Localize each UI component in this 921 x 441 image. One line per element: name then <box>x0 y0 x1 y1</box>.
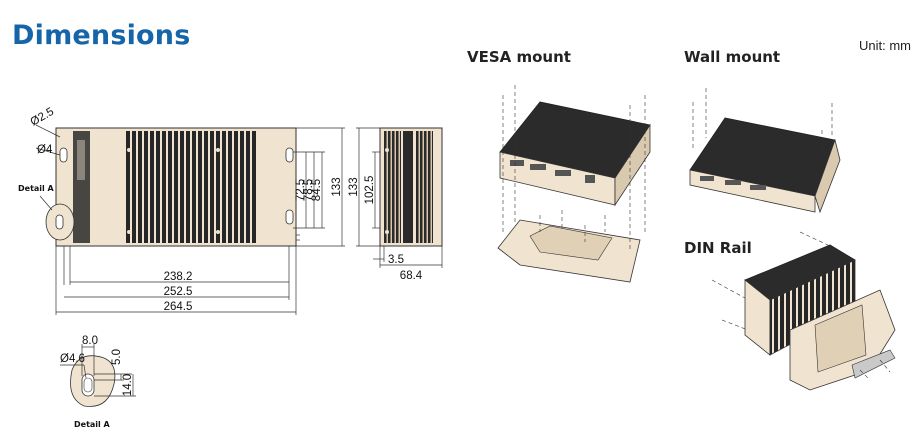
detail-h14-label: 14.0 <box>122 374 134 396</box>
height-72-label: 72.5 <box>295 179 307 201</box>
detail-h5-label: 5.0 <box>111 349 123 365</box>
page-title: Dimensions <box>12 20 191 51</box>
detail-dia-label: Ø4.6 <box>60 353 85 365</box>
width-252-label: 252.5 <box>164 286 193 298</box>
side-height-102-label: 102.5 <box>364 176 376 205</box>
vesa-illustration <box>497 85 651 283</box>
width-238-label: 238.2 <box>164 271 193 283</box>
side-offset-label: 3.5 <box>388 254 404 266</box>
detail-dims <box>60 344 136 397</box>
front-leaders <box>35 124 61 211</box>
din-illustration <box>711 231 896 391</box>
detail-a-drawing <box>70 355 116 407</box>
dia-2-5-label: Ø2.5 <box>29 106 57 129</box>
wall-mount-heading: Wall mount <box>684 48 781 66</box>
height-84-label: 84.5 <box>311 179 323 201</box>
side-view <box>379 127 443 247</box>
detail-width-label: 8.0 <box>82 335 98 347</box>
vesa-mount-heading: VESA mount <box>467 48 571 66</box>
unit-label: Unit: mm <box>859 38 911 53</box>
dia-4-label: Ø4 <box>37 144 53 156</box>
side-height-133-label: 133 <box>348 177 360 196</box>
detail-a-label: Detail A <box>18 184 55 193</box>
side-dims <box>356 127 443 268</box>
front-view <box>45 127 297 247</box>
height-133-label: 133 <box>331 177 343 196</box>
side-width-label: 68.4 <box>400 270 423 282</box>
wall-illustration <box>689 88 841 214</box>
height-78-label: 78.5 <box>303 179 315 201</box>
front-width-dims <box>55 246 297 315</box>
detail-a-caption: Detail A <box>74 420 111 429</box>
width-264-label: 264.5 <box>164 301 193 313</box>
din-rail-heading: DIN Rail <box>684 239 752 257</box>
front-height-dims <box>293 127 345 247</box>
